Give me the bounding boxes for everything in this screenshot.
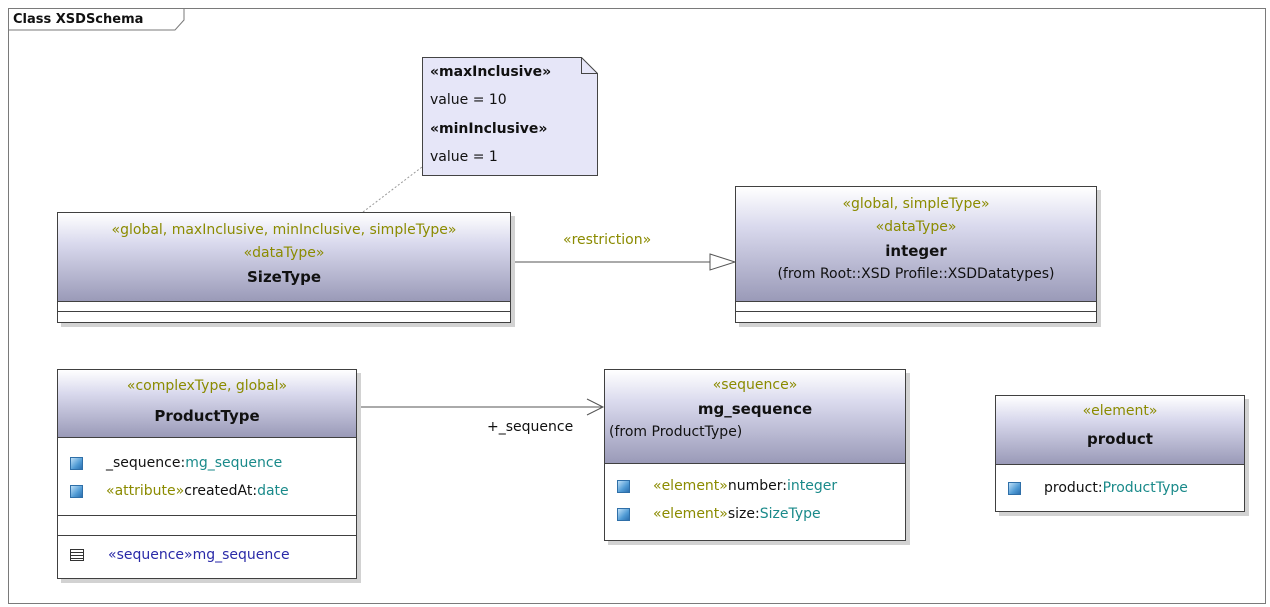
note-line-maxinclusive: «maxInclusive» <box>430 64 552 80</box>
operations-compartment: «sequence» mg_sequence <box>58 536 356 578</box>
class-mg-sequence[interactable]: «sequence» mg_sequence (from ProductType… <box>604 369 906 541</box>
class-header: «global, maxInclusive, minInclusive, sim… <box>58 213 510 302</box>
attribute-type: date <box>257 483 289 499</box>
operation-row[interactable]: «sequence» mg_sequence <box>58 541 356 569</box>
frame-tab-shape <box>9 9 185 31</box>
constraint-note[interactable]: «maxInclusive» value = 10 «minInclusive»… <box>422 57 598 176</box>
class-name: mg_sequence <box>697 400 813 418</box>
attribute-row[interactable]: «element» number: integer <box>605 472 905 500</box>
note-anchor-line <box>362 166 423 213</box>
class-name: SizeType <box>247 268 321 286</box>
stereotype-label: «dataType» <box>243 245 325 261</box>
attributes-compartment <box>736 302 1096 312</box>
operations-compartment <box>58 312 510 322</box>
class-name: ProductType <box>154 407 260 425</box>
class-product[interactable]: «element» product product: ProductType <box>995 395 1245 512</box>
attribute-name: createdAt: <box>184 483 258 499</box>
attribute-keyword: «element» <box>653 506 728 522</box>
attribute-type: SizeType <box>759 506 821 522</box>
attribute-keyword: «element» <box>653 478 728 494</box>
attribute-type: mg_sequence <box>185 455 283 471</box>
attribute-icon <box>617 507 630 521</box>
attribute-type: integer <box>787 478 838 494</box>
class-sizetype[interactable]: «global, maxInclusive, minInclusive, sim… <box>57 212 511 323</box>
attribute-row[interactable]: «element» size: SizeType <box>605 500 905 528</box>
restriction-label: «restriction» <box>563 232 652 248</box>
stereotype-label: «global, simpleType» <box>842 196 990 212</box>
stereotype-label: «element» <box>1082 403 1158 419</box>
note-line-max-value: value = 10 <box>430 92 507 108</box>
operation-keyword: «sequence» <box>108 547 193 563</box>
attribute-name: _sequence: <box>106 455 186 471</box>
attributes-compartment: product: ProductType <box>996 465 1244 511</box>
empty-compartment <box>58 516 356 536</box>
attribute-type: ProductType <box>1102 480 1188 496</box>
diagram-frame: Class XSDSchema <box>8 8 1266 604</box>
attributes-compartment: _sequence: mg_sequence «attribute» creat… <box>58 438 356 516</box>
association-arrowhead <box>586 398 605 416</box>
class-header: «global, simpleType» «dataType» integer … <box>736 187 1096 302</box>
class-name: product <box>1087 430 1153 448</box>
attribute-name: product: <box>1044 480 1103 496</box>
class-header: «complexType, global» ProductType <box>58 370 356 438</box>
sequence-list-icon <box>70 549 84 561</box>
class-integer[interactable]: «global, simpleType» «dataType» integer … <box>735 186 1097 323</box>
attribute-row[interactable]: _sequence: mg_sequence <box>58 449 356 477</box>
sequence-role-label: +_sequence <box>487 419 574 435</box>
stereotype-label: «global, maxInclusive, minInclusive, sim… <box>111 222 457 238</box>
stereotype-label: «dataType» <box>875 219 957 235</box>
note-shape <box>422 57 598 176</box>
class-producttype[interactable]: «complexType, global» ProductType _seque… <box>57 369 357 579</box>
stereotype-label: «sequence» <box>712 377 798 393</box>
note-line-min-value: value = 1 <box>430 149 498 165</box>
frame-title: Class XSDSchema <box>13 12 144 27</box>
namespace-label: (from Root::XSD Profile::XSDDatatypes) <box>777 266 1055 282</box>
class-header: «sequence» mg_sequence (from ProductType… <box>605 370 905 464</box>
attribute-name: size: <box>727 506 760 522</box>
attribute-row[interactable]: product: ProductType <box>996 474 1244 502</box>
attribute-icon <box>1008 481 1021 495</box>
operation-name: mg_sequence <box>192 547 290 563</box>
generalization-arrowhead <box>709 253 737 271</box>
namespace-label: (from ProductType) <box>609 424 743 440</box>
stereotype-label: «complexType, global» <box>126 378 288 394</box>
attribute-row[interactable]: «attribute» createdAt: date <box>58 477 356 505</box>
attributes-compartment: «element» number: integer «element» size… <box>605 464 905 540</box>
note-line-mininclusive: «minInclusive» <box>430 121 548 137</box>
attribute-icon <box>617 479 630 493</box>
class-header: «element» product <box>996 396 1244 465</box>
attributes-compartment <box>58 302 510 312</box>
operations-compartment <box>736 312 1096 322</box>
attribute-icon <box>70 456 83 470</box>
attribute-icon <box>70 484 83 498</box>
class-name: integer <box>885 242 947 260</box>
attribute-keyword: «attribute» <box>106 483 185 499</box>
attribute-name: number: <box>727 478 787 494</box>
